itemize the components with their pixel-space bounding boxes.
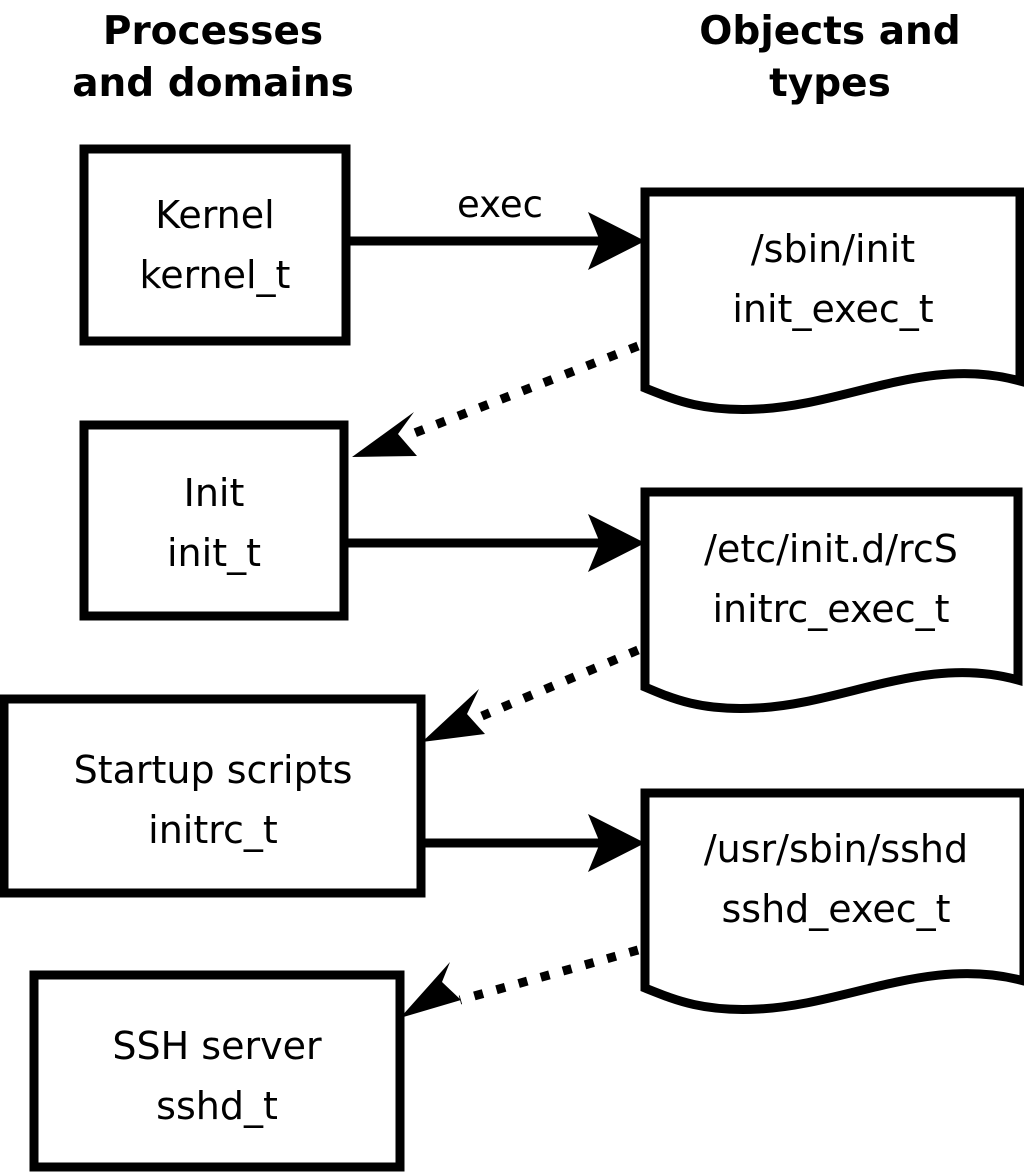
- node-usr-sbin-sshd-line1: /usr/sbin/sshd: [704, 827, 968, 871]
- column-header-processes-line2: and domains: [72, 61, 354, 106]
- node-kernel-box[interactable]: [79, 144, 351, 346]
- arrow-head-icon: [352, 412, 417, 457]
- node-ssh-server-line2: sshd_t: [156, 1084, 278, 1128]
- node-sbin-init-line1: /sbin/init: [751, 227, 915, 271]
- edge-sshd-exec-to-sshd: [400, 945, 640, 1018]
- column-header-processes-line1: Processes: [103, 9, 323, 54]
- node-ssh-server-line1: SSH server: [112, 1024, 322, 1068]
- node-sbin-init-line2: init_exec_t: [732, 287, 933, 331]
- node-etc-initd-rcs-line1: /etc/init.d/rcS: [704, 527, 958, 571]
- edge-init-exec-initrc-exec: [348, 514, 645, 572]
- arrow-head-icon: [588, 212, 645, 270]
- edge-line: [410, 341, 640, 439]
- column-header-objects: Objects and types: [699, 9, 960, 106]
- node-usr-sbin-sshd-line2: sshd_exec_t: [721, 887, 950, 931]
- node-init[interactable]: Init init_t: [79, 420, 349, 621]
- node-init-line2: init_t: [167, 531, 261, 575]
- column-header-objects-line1: Objects and: [699, 9, 960, 54]
- edge-line: [458, 945, 640, 1005]
- arrow-head-icon: [588, 514, 645, 572]
- node-startup-scripts-line1: Startup scripts: [74, 748, 353, 792]
- node-etc-initd-rcs-line2: initrc_exec_t: [713, 587, 950, 631]
- edge-label-exec: exec: [457, 183, 543, 226]
- node-init-box[interactable]: [79, 420, 349, 621]
- arrow-head-icon: [422, 689, 485, 742]
- node-etc-initd-rcs[interactable]: /etc/init.d/rcS initrc_exec_t: [640, 487, 1023, 713]
- column-header-objects-line2: types: [769, 61, 891, 106]
- node-kernel-line2: kernel_t: [140, 253, 291, 297]
- node-startup-scripts[interactable]: Startup scripts initrc_t: [0, 694, 426, 898]
- node-usr-sbin-sshd-document-shape[interactable]: [640, 788, 1024, 1014]
- edge-line: [480, 645, 640, 721]
- arrow-head-icon: [400, 962, 461, 1018]
- node-ssh-server-box[interactable]: [29, 970, 405, 1172]
- edge-init-exec-to-init: [352, 341, 640, 457]
- column-header-processes: Processes and domains: [72, 9, 354, 106]
- edge-initrc-exec-to-initrc: [422, 645, 640, 742]
- node-startup-scripts-line2: initrc_t: [148, 808, 278, 852]
- node-ssh-server[interactable]: SSH server sshd_t: [29, 970, 405, 1172]
- node-kernel[interactable]: Kernel kernel_t: [79, 144, 351, 346]
- node-sbin-init[interactable]: /sbin/init init_exec_t: [640, 187, 1024, 414]
- node-init-line1: Init: [184, 471, 245, 515]
- arrow-head-icon: [588, 814, 645, 872]
- node-sbin-init-document-shape[interactable]: [640, 187, 1024, 414]
- edge-kernel-exec-init-exec: exec: [350, 183, 645, 270]
- edge-initrc-exec-sshd-exec: [425, 814, 645, 872]
- node-usr-sbin-sshd[interactable]: /usr/sbin/sshd sshd_exec_t: [640, 788, 1024, 1014]
- node-etc-initd-rcs-document-shape[interactable]: [640, 487, 1023, 713]
- node-startup-scripts-box[interactable]: [0, 694, 426, 898]
- node-kernel-line1: Kernel: [155, 193, 274, 237]
